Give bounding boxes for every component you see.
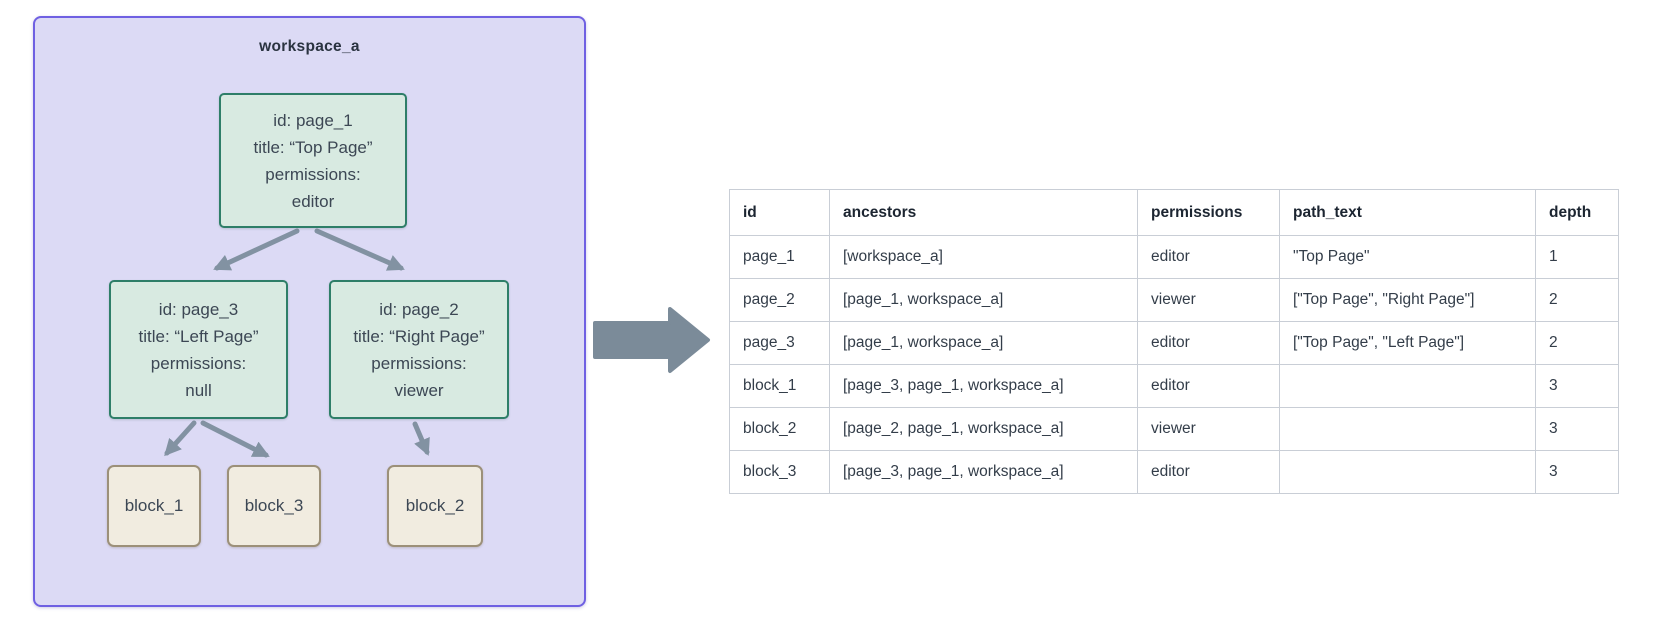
node-page-2-permissions-label: permissions: (371, 353, 467, 373)
table-row: page_1 [workspace_a] editor "Top Page" 1 (729, 235, 1619, 279)
column-header-ancestors: ancestors (829, 189, 1138, 236)
cell-id: block_1 (729, 364, 830, 408)
node-page-1-title: title: “Top Page” (253, 137, 373, 157)
cell-path-text: ["Top Page", "Left Page"] (1279, 321, 1536, 365)
table-row: page_2 [page_1, workspace_a] viewer ["To… (729, 278, 1619, 322)
node-block-2: block_2 (387, 465, 483, 547)
workspace-title: workspace_a (259, 38, 360, 55)
node-page-1-permissions-label: permissions: (265, 164, 361, 184)
table-row: block_3 [page_3, page_1, workspace_a] ed… (729, 450, 1619, 494)
cell-id: page_2 (729, 278, 830, 322)
cell-permissions: viewer (1137, 407, 1280, 451)
cell-permissions: viewer (1137, 278, 1280, 322)
cell-path-text (1279, 450, 1536, 494)
column-header-path-text: path_text (1279, 189, 1536, 236)
node-block-3: block_3 (227, 465, 321, 547)
flow-arrow-icon (593, 307, 710, 373)
node-page-3-permissions-value: null (185, 380, 212, 400)
node-page-3: id: page_3 title: “Left Page” permission… (109, 280, 288, 419)
node-block-3-label: block_3 (244, 496, 304, 515)
cell-depth: 1 (1535, 235, 1619, 279)
cell-id: block_2 (729, 407, 830, 451)
cell-permissions: editor (1137, 235, 1280, 279)
cell-permissions: editor (1137, 450, 1280, 494)
node-page-3-id: id: page_3 (158, 299, 239, 319)
cell-id: page_1 (729, 235, 830, 279)
node-page-1-id: id: page_1 (273, 110, 353, 130)
cell-path-text (1279, 407, 1536, 451)
cell-ancestors: [page_1, workspace_a] (829, 278, 1138, 322)
cell-id: page_3 (729, 321, 830, 365)
node-page-1-permissions-value: editor (291, 191, 335, 211)
node-page-2-id: id: page_2 (379, 299, 459, 319)
node-page-1: id: page_1 title: “Top Page” permissions… (219, 93, 407, 228)
table-row: block_2 [page_2, page_1, workspace_a] vi… (729, 407, 1619, 451)
table-header-row: id ancestors permissions path_text depth (729, 189, 1619, 236)
cell-ancestors: [page_2, page_1, workspace_a] (829, 407, 1138, 451)
table-row: block_1 [page_3, page_1, workspace_a] ed… (729, 364, 1619, 408)
node-page-3-title: title: “Left Page” (138, 326, 259, 346)
cell-permissions: editor (1137, 321, 1280, 365)
ancestors-table: id ancestors permissions path_text depth… (729, 189, 1619, 494)
cell-id: block_3 (729, 450, 830, 494)
cell-depth: 2 (1535, 278, 1619, 322)
node-page-2: id: page_2 title: “Right Page” permissio… (329, 280, 509, 419)
node-page-2-permissions-value: viewer (394, 380, 444, 400)
cell-depth: 3 (1535, 450, 1619, 494)
cell-ancestors: [page_1, workspace_a] (829, 321, 1138, 365)
cell-ancestors: [page_3, page_1, workspace_a] (829, 450, 1138, 494)
cell-ancestors: [workspace_a] (829, 235, 1138, 279)
node-block-1-label: block_1 (124, 496, 184, 515)
column-header-depth: depth (1535, 189, 1619, 236)
cell-path-text: "Top Page" (1279, 235, 1536, 279)
cell-path-text (1279, 364, 1536, 408)
table-row: page_3 [page_1, workspace_a] editor ["To… (729, 321, 1619, 365)
cell-depth: 2 (1535, 321, 1619, 365)
cell-permissions: editor (1137, 364, 1280, 408)
node-page-3-permissions-label: permissions: (150, 353, 247, 373)
column-header-id: id (729, 189, 830, 236)
column-header-permissions: permissions (1137, 189, 1280, 236)
cell-depth: 3 (1535, 364, 1619, 408)
cell-path-text: ["Top Page", "Right Page"] (1279, 278, 1536, 322)
cell-depth: 3 (1535, 407, 1619, 451)
node-page-2-title: title: “Right Page” (353, 326, 485, 346)
node-block-2-label: block_2 (405, 496, 465, 515)
node-block-1: block_1 (107, 465, 201, 547)
cell-ancestors: [page_3, page_1, workspace_a] (829, 364, 1138, 408)
